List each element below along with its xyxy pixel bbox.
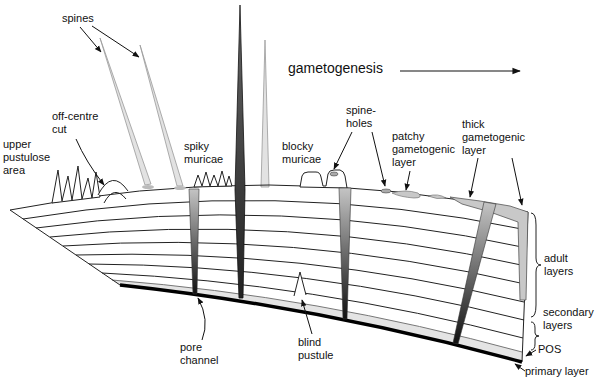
leader-arrow [526,350,536,356]
abbreviation-label: POS [538,343,568,356]
spine-label: spines [62,12,102,25]
spine [140,45,183,186]
layer-label: adult layers [544,252,588,278]
spine [235,5,245,298]
spine [261,40,269,187]
gametogenesis-arrow [400,70,520,71]
feature-label: spiky muricae [184,140,230,166]
leader-lines [76,26,536,371]
leader-arrow [515,364,525,371]
pustules [52,166,100,203]
gametogenic-patch [428,195,446,199]
leader-arrow [406,171,410,190]
gametogenic-patch [392,191,420,198]
leader-arrow [302,300,312,334]
blind-pustule [294,272,306,296]
hump-layer [104,192,126,203]
leader-arrow [80,27,101,52]
spine-socket [142,185,154,189]
spine [100,38,151,185]
spine-hole [330,172,338,176]
layer-label: patchy gametogenic layer [392,130,458,169]
bracket [531,322,539,350]
area-label: upper pustulose area [3,138,55,177]
pore-channel [453,202,496,344]
layer-line [23,200,527,230]
layer-label: primary layer [525,365,597,378]
leader-arrow [76,139,104,185]
feature-label: blocky muricae [282,140,328,166]
pore-channel [339,188,351,319]
pore-channel [189,189,199,294]
layer-line [76,254,524,302]
feature-label: blind pustule [298,336,344,362]
blocky-muricae [300,170,347,188]
cut-edge [10,210,120,285]
leader-arrow [198,298,205,340]
leader-arrow [92,26,139,57]
leader-arrow [334,132,352,169]
process-label: gametogenesis [288,62,398,75]
layer-label: thick gametogenic layer [462,118,528,157]
feature-label: pore channel [180,341,226,367]
layer-line [63,242,525,284]
leader-arrow [372,132,385,186]
bracket [531,213,541,317]
feature-label: off-centre cut [52,110,104,136]
leader-arrow [470,158,478,197]
spine-socket [174,186,186,190]
leader-arrow [512,158,522,205]
spine-hole [381,189,391,193]
shell-layers [10,185,528,362]
feature-label: spine-holes [346,104,382,130]
spiky-muricae [194,171,232,187]
layer-label: secondary layers [543,306,597,332]
